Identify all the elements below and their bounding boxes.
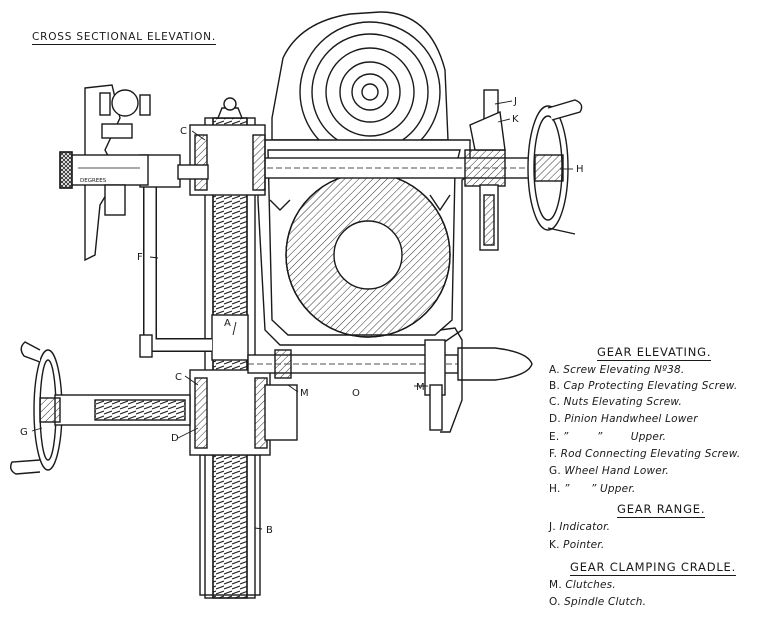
upper-shaft <box>257 149 549 251</box>
callout-f: F <box>137 252 143 263</box>
legend-item-m: M. Clutches. <box>549 579 616 591</box>
connecting-rod <box>139 154 212 358</box>
legend-desc: Wheel Hand Lower. <box>564 465 670 477</box>
upper-pulley <box>271 11 449 163</box>
elevation-indicator <box>59 84 151 262</box>
legend-desc: ” ” Upper. <box>564 483 636 495</box>
hand-wheel-lower <box>9 341 191 475</box>
range-indicator <box>469 89 506 151</box>
legend-heading-gear-elevating: GEAR ELEVATING. <box>597 345 712 361</box>
leader-lines <box>31 100 573 530</box>
legend-desc: Spindle Clutch. <box>564 596 647 608</box>
legend-key: O. <box>549 596 561 608</box>
legend-desc: Rod Connecting Elevating Screw. <box>560 448 741 460</box>
legend-heading-gear-clamping-cradle: GEAR CLAMPING CRADLE. <box>570 560 737 576</box>
legend-item-b: B. Cap Protecting Elevating Screw. <box>549 380 737 392</box>
legend-desc: Nuts Elevating Screw. <box>563 396 683 408</box>
legend-item-e: E. ” ” Upper. <box>549 431 666 443</box>
hand-wheel-upper <box>527 99 583 235</box>
legend-key: K. <box>549 539 560 551</box>
legend-desc: Indicator. <box>559 521 611 533</box>
legend-item-f: F. Rod Connecting Elevating Screw. <box>549 448 740 460</box>
legend-desc: Screw Elevating Nº38. <box>563 364 685 376</box>
legend-key: G. <box>549 465 562 477</box>
callout-c-upper: C <box>180 126 187 137</box>
cradle-housing <box>257 139 471 346</box>
legend-key: E. <box>549 431 560 443</box>
legend-item-a: A. Screw Elevating Nº38. <box>549 364 684 376</box>
legend-item-o: O. Spindle Clutch. <box>549 596 646 608</box>
legend-desc: Pointer. <box>563 539 605 551</box>
lower-nut-housing <box>189 369 298 456</box>
callout-m-left: M <box>300 388 309 399</box>
legend-key: C. <box>549 396 561 408</box>
legend-key: A. <box>549 364 560 376</box>
legend-key: J. <box>549 521 557 533</box>
callout-k: K <box>512 114 519 125</box>
legend-desc: ” ” Upper. <box>562 431 667 443</box>
legend-key: F. <box>549 448 558 460</box>
legend-item-k: K. Pointer. <box>549 539 604 551</box>
callout-j: J <box>513 96 517 107</box>
legend-item-g: G. Wheel Hand Lower. <box>549 465 669 477</box>
legend-desc: Pinion Handwheel Lower <box>564 413 698 425</box>
elevating-screw <box>199 97 261 599</box>
callout-d: D <box>171 433 179 444</box>
callout-h: H <box>576 164 584 175</box>
legend-item-c: C. Nuts Elevating Screw. <box>549 396 682 408</box>
callout-b: B <box>266 525 273 536</box>
callout-letters: C F A C D G B J K H M O M DEGREES <box>20 96 584 536</box>
drawing-title: CROSS SECTIONAL ELEVATION. <box>32 31 216 45</box>
legend-item-d: D. Pinion Handwheel Lower <box>549 413 698 425</box>
callout-c-lower: C <box>175 372 182 383</box>
legend-key: B. <box>549 380 561 392</box>
legend-heading-gear-range: GEAR RANGE. <box>617 502 706 518</box>
legend-item-h: H. ” ” Upper. <box>549 483 635 495</box>
callout-m-right: M <box>416 382 425 393</box>
indicator-scale-label: DEGREES <box>80 178 107 184</box>
legend-desc: Cap Protecting Elevating Screw. <box>563 380 738 392</box>
legend-item-j: J. Indicator. <box>549 521 610 533</box>
spindle-clutch-rod <box>247 327 533 433</box>
callout-o: O <box>352 388 360 399</box>
callout-g: G <box>20 427 28 438</box>
callout-a: A <box>224 318 231 329</box>
legend-key: H. <box>549 483 561 495</box>
upper-nut-housing <box>189 124 266 196</box>
legend-desc: Clutches. <box>565 579 616 591</box>
legend-key: M. <box>549 579 562 591</box>
legend-key: D. <box>549 413 562 425</box>
